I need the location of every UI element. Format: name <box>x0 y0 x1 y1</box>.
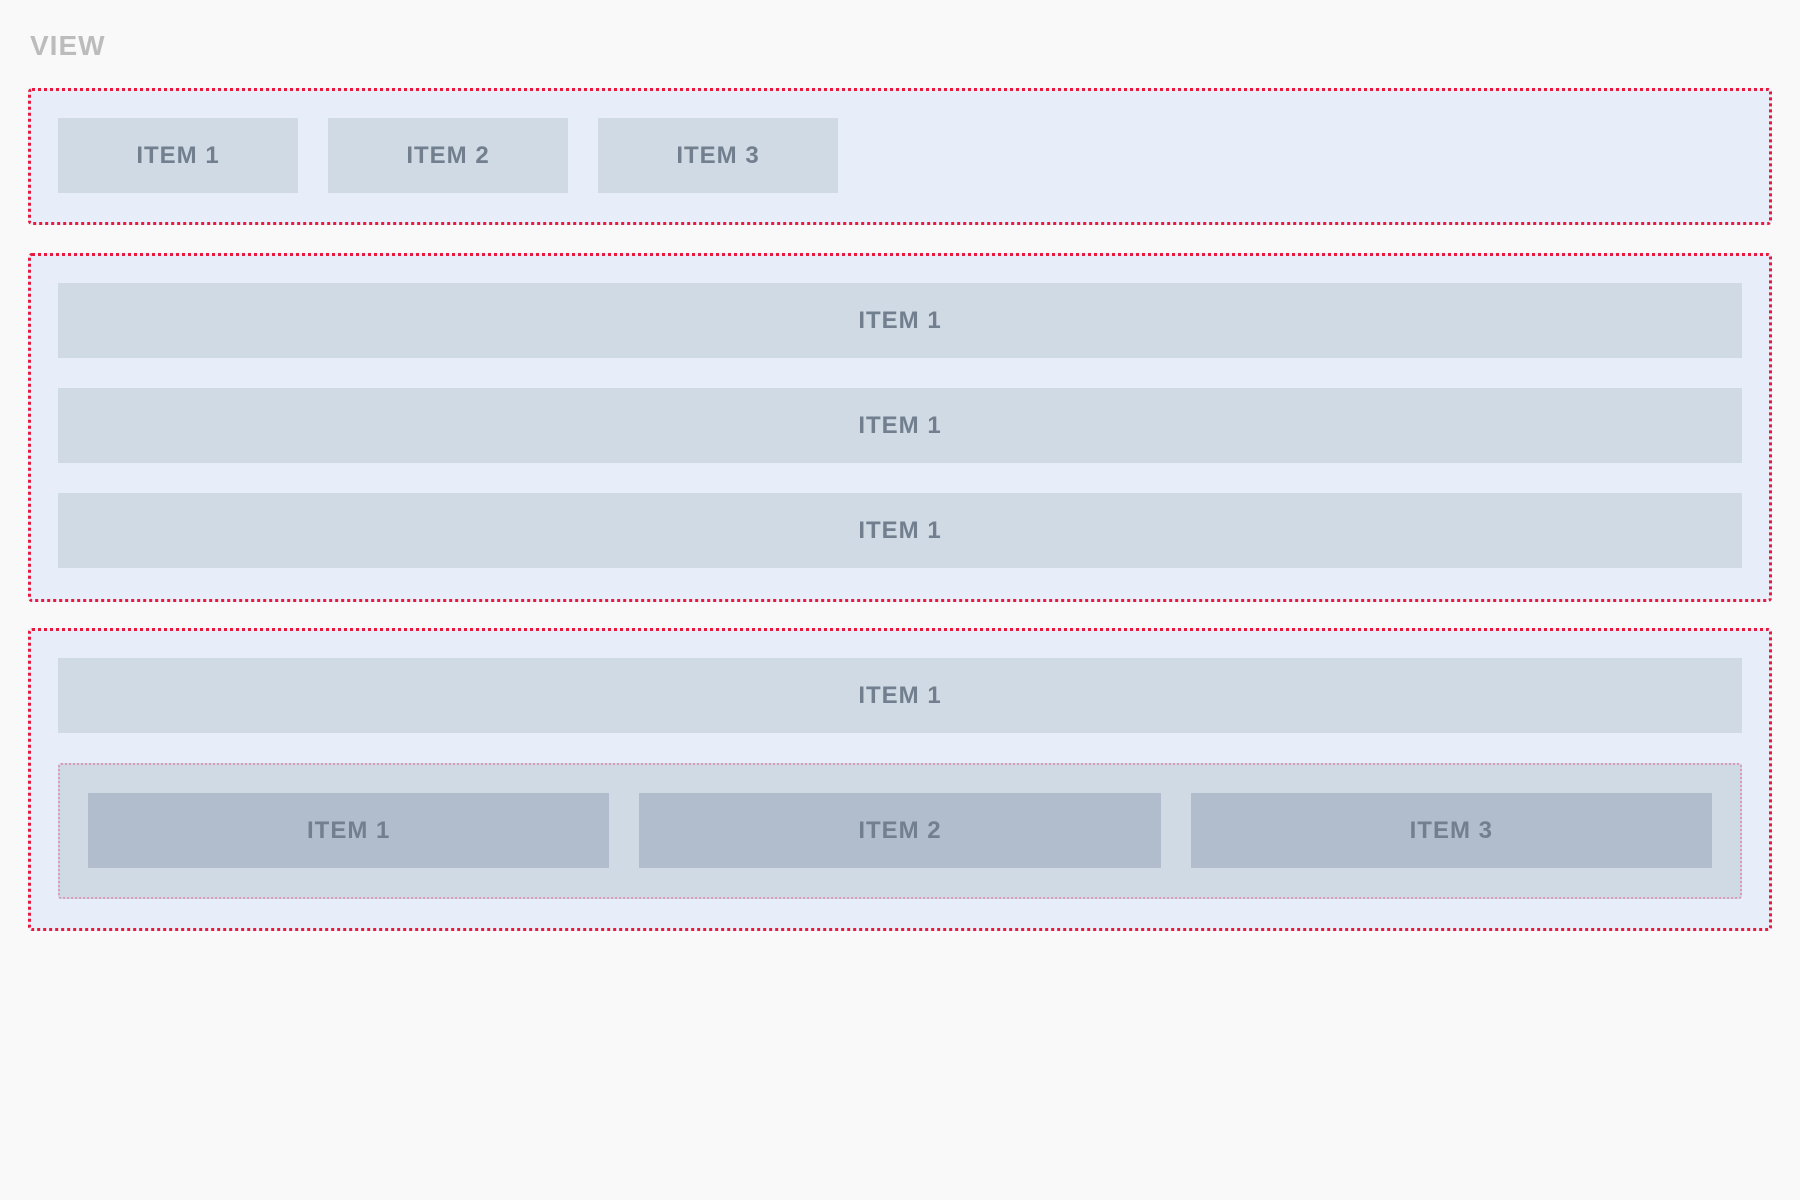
horizontal-stack-item: ITEM 1 <box>58 118 298 193</box>
inner-stack-item: ITEM 2 <box>639 793 1161 868</box>
nested-stack-top-item: ITEM 1 <box>58 658 1742 733</box>
inner-horizontal-stack: ITEM 1 ITEM 2 ITEM 3 <box>58 763 1742 899</box>
nested-stack: ITEM 1 ITEM 1 ITEM 2 ITEM 3 <box>28 628 1772 931</box>
vertical-stack-item: ITEM 1 <box>58 283 1742 358</box>
horizontal-stack-item: ITEM 2 <box>328 118 568 193</box>
inner-stack-item: ITEM 3 <box>1190 793 1712 868</box>
vertical-stack-item: ITEM 1 <box>58 388 1742 463</box>
horizontal-stack-item: ITEM 3 <box>598 118 838 193</box>
inner-stack-item: ITEM 1 <box>88 793 610 868</box>
horizontal-stack: ITEM 1 ITEM 2 ITEM 3 <box>28 88 1772 225</box>
vertical-stack: ITEM 1 ITEM 1 ITEM 1 <box>28 253 1772 602</box>
vertical-stack-item: ITEM 1 <box>58 493 1742 568</box>
view-title: VIEW <box>30 30 106 61</box>
